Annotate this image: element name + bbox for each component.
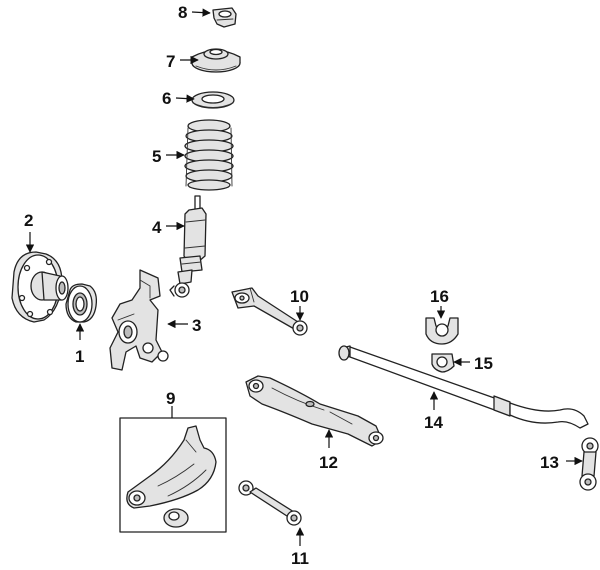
part-6-spring-insulator[interactable]: [191, 91, 235, 109]
callout-11: 11: [291, 549, 309, 568]
part-2-wheel-hub[interactable]: [11, 251, 69, 323]
callout-labels: 8 7 6 5 4 2 1 3 10 16 15 14 12 13 9 11: [24, 3, 559, 568]
part-16-stabilizer-bracket[interactable]: [425, 317, 459, 345]
callout-4: 4: [152, 218, 162, 237]
part-9-trailing-arm-kit[interactable]: [119, 417, 227, 533]
callout-2: 2: [24, 211, 33, 230]
callout-16: 16: [430, 287, 449, 306]
callout-5: 5: [152, 147, 161, 166]
part-11-lower-link[interactable]: [238, 480, 302, 526]
callout-14: 14: [424, 413, 443, 432]
callout-10: 10: [290, 287, 309, 306]
part-10-upper-control-link[interactable]: [231, 287, 308, 336]
part-15-stabilizer-bushing[interactable]: [431, 353, 455, 373]
leader-lines: [25, 8, 583, 546]
callout-8: 8: [178, 3, 187, 22]
part-5-coil-spring[interactable]: [184, 119, 234, 191]
part-8-jounce-bumper[interactable]: [212, 7, 237, 28]
callout-13: 13: [540, 453, 559, 472]
part-14-stabilizer-bar[interactable]: [338, 345, 589, 429]
callout-15: 15: [474, 354, 493, 373]
part-7-upper-spring-mount[interactable]: [191, 48, 241, 73]
part-4-shock-absorber[interactable]: [169, 195, 207, 298]
part-3-knuckle[interactable]: [109, 269, 169, 371]
part-12-lower-control-arm[interactable]: [245, 375, 384, 447]
callout-3: 3: [192, 316, 201, 335]
callout-6: 6: [162, 89, 171, 108]
callout-1: 1: [75, 347, 84, 366]
callout-12: 12: [319, 453, 338, 472]
part-1-wheel-bearing[interactable]: [65, 283, 98, 323]
callout-9: 9: [166, 389, 175, 408]
callout-7: 7: [166, 52, 175, 71]
part-13-stabilizer-link[interactable]: [579, 437, 599, 491]
